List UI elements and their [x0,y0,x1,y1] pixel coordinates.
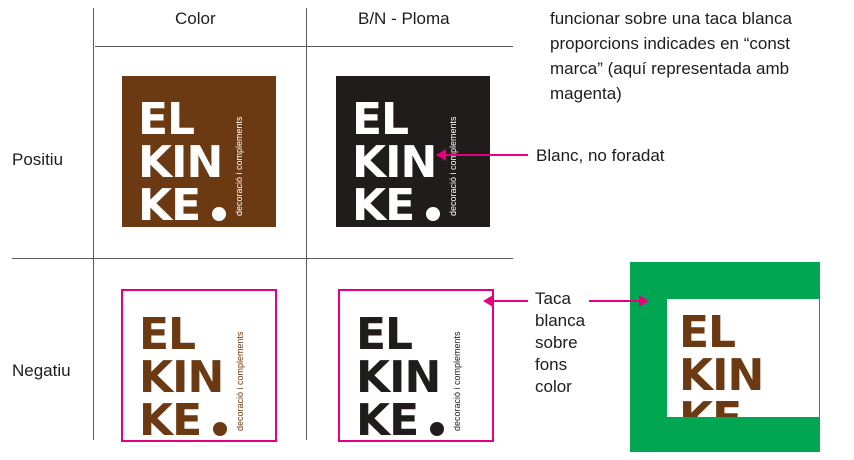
safe-area-frame-color [121,289,277,442]
column-header-bn: B/N - Ploma [358,9,450,28]
callout-taca-line-4: fons [535,355,568,374]
logo-word-ke: KE [139,395,202,441]
note-line-3: marca” (aquí representada amb [550,59,790,78]
callout-white: Blanc, no foradat [536,146,665,165]
logo-word-kin: KIN [352,137,437,188]
logo-dot [430,422,444,436]
logo-dot [426,207,440,221]
logo-tagline: decoració i complements [234,116,244,216]
logo-word-el: EL [679,307,736,358]
logo-word-el: EL [138,94,195,145]
grid-line-middle [306,8,307,440]
note-line-1: funcionar sobre una taca blanca [550,9,792,28]
logo-on-green: EL KIN KE [667,299,784,417]
logo-dot [213,422,227,436]
safe-area-frame-bn [338,289,494,442]
callout-taca-line-1: Taca [535,289,571,308]
arrow-line-white [446,154,528,156]
logo-word-ke: KE [138,180,201,228]
logo-word-kin: KIN [139,352,224,403]
logo-word-el: EL [356,309,413,360]
logo-tagline: decoració i complements [452,331,462,431]
callout-taca-line-5: color [535,377,572,396]
column-header-color: Color [175,9,216,28]
logo-dot [212,207,226,221]
row-label-positive: Positiu [12,150,64,169]
logo-positive-color: EL KIN KE decoració i complements [122,76,276,227]
logo-word-kin: KIN [679,350,764,401]
arrow-line-taca-right [589,300,639,302]
arrow-head-white [436,149,446,161]
grid-line-header [95,46,513,47]
callout-taca-line-3: sobre [535,333,578,352]
logo-word-kin: KIN [356,352,441,403]
grid-line-left [93,8,94,440]
logo-word-ke: KE [352,180,415,228]
arrow-line-taca-left [493,300,528,302]
logo-tagline: decoració i complements [235,331,245,431]
logo-word-el: EL [352,94,409,145]
callout-taca-line-2: blanca [535,311,586,330]
grid-line-row [12,258,513,259]
logo-word-kin: KIN [138,137,223,188]
note-text: funcionar sobre una taca blanca proporci… [550,6,792,106]
note-line-4: magenta) [550,84,622,103]
logo-word-ke: KE [679,397,742,418]
logo-word-el: EL [139,309,196,360]
note-line-2: proporcions indicades en “const [550,34,791,53]
logo-negative-color: EL KIN KE decoració i complements [123,291,275,441]
logo-tagline: decoració i complements [448,116,458,216]
arrow-head-taca-right [639,295,649,307]
logo-word-ke: KE [356,395,419,441]
logo-negative-bn: EL KIN KE decoració i complements [340,291,492,441]
callout-taca: Taca blanca sobre fons color [535,288,585,398]
row-label-negative: Negatiu [12,361,71,380]
arrow-head-taca-left [483,295,493,307]
logo-positive-bn: EL KIN KE decoració i complements [336,76,490,227]
